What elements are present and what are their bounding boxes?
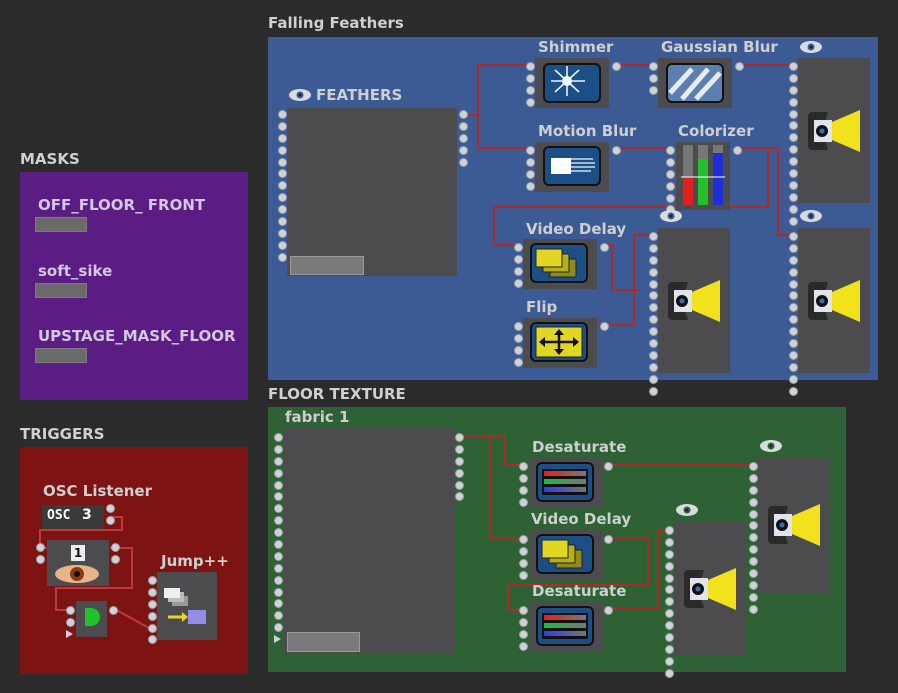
eye-icon[interactable] xyxy=(799,209,823,223)
projector-icon xyxy=(808,280,860,322)
desaturate-2-inputs[interactable] xyxy=(519,606,528,654)
flip-icon xyxy=(530,322,588,362)
video-delay-label: Video Delay xyxy=(526,220,627,238)
feathers-label: FEATHERS xyxy=(316,86,403,104)
eye-icon[interactable] xyxy=(659,209,683,223)
floor-video-delay-inputs[interactable] xyxy=(519,535,528,583)
floor-texture-title: FLOOR TEXTURE xyxy=(268,385,406,403)
osc-listener-label: OSC Listener xyxy=(43,482,153,500)
projector-icon xyxy=(668,280,720,322)
feathers-source-box[interactable] xyxy=(287,108,457,276)
osc-port-number: 3 xyxy=(82,507,92,523)
gate-inputs[interactable] xyxy=(66,606,75,641)
gaussian-blur-label: Gaussian Blur xyxy=(661,38,778,56)
feathers-outputs[interactable] xyxy=(459,110,468,169)
motion-blur-label: Motion Blur xyxy=(538,122,637,140)
desaturate-1-inputs[interactable] xyxy=(519,462,528,510)
fabric-preview-button[interactable] xyxy=(287,632,360,652)
masks-title: MASKS xyxy=(20,150,80,168)
mask-item-swatch[interactable] xyxy=(35,283,87,298)
floor-video-delay-label: Video Delay xyxy=(531,510,632,528)
colorizer-inputs[interactable] xyxy=(666,146,675,217)
flip-outputs[interactable] xyxy=(600,322,609,334)
shimmer-inputs[interactable] xyxy=(526,62,535,110)
projector-icon xyxy=(808,110,860,152)
floor-projector-a-inputs[interactable] xyxy=(665,526,674,681)
fabric-inputs[interactable] xyxy=(274,433,283,646)
gate-outputs[interactable] xyxy=(109,606,118,618)
jump-inputs[interactable] xyxy=(148,576,157,647)
falling-feathers-title: Falling Feathers xyxy=(268,14,404,32)
desaturate-icon xyxy=(536,606,594,646)
desaturate-icon xyxy=(536,462,594,502)
counter-inputs[interactable] xyxy=(36,543,45,567)
colorizer-icon xyxy=(681,145,725,205)
counter-outputs[interactable] xyxy=(111,543,120,567)
motion-blur-outputs[interactable] xyxy=(612,146,621,158)
feathers-preview-button[interactable] xyxy=(290,256,364,275)
triggers-title: TRIGGERS xyxy=(20,425,105,443)
mask-item-label[interactable]: OFF_FLOOR_ FRONT xyxy=(38,196,206,214)
feathers-inputs[interactable] xyxy=(278,110,287,265)
mask-item-label[interactable]: soft_sike xyxy=(38,262,113,280)
projector-3-inputs[interactable] xyxy=(789,232,798,398)
mask-item-swatch[interactable] xyxy=(35,348,87,363)
video-delay-icon xyxy=(536,534,594,574)
floor-projector-b-inputs[interactable] xyxy=(749,462,758,617)
desaturate-2-outputs[interactable] xyxy=(604,606,613,618)
shimmer-label: Shimmer xyxy=(538,38,614,56)
video-delay-inputs[interactable] xyxy=(514,243,523,291)
projector-icon xyxy=(684,568,736,610)
flip-inputs[interactable] xyxy=(514,322,523,370)
projector-2-inputs[interactable] xyxy=(649,232,658,398)
osc-outputs[interactable] xyxy=(106,504,115,528)
shimmer-icon xyxy=(543,63,601,103)
osc-listener-node[interactable] xyxy=(42,505,104,529)
colorizer-label: Colorizer xyxy=(678,122,754,140)
projector-1-inputs[interactable] xyxy=(789,62,798,228)
gate-icon xyxy=(85,608,100,626)
fabric-label: fabric 1 xyxy=(285,408,350,426)
counter-number: 1 xyxy=(71,545,85,561)
video-delay-outputs[interactable] xyxy=(600,243,609,255)
motion-blur-inputs[interactable] xyxy=(526,146,535,194)
eye-icon[interactable] xyxy=(759,439,783,453)
eye-icon[interactable] xyxy=(675,503,699,517)
eye-icon[interactable] xyxy=(799,40,823,54)
motion-blur-icon xyxy=(543,146,601,186)
floor-video-delay-outputs[interactable] xyxy=(604,535,613,547)
counter-eye-icon xyxy=(55,565,99,583)
gaussian-blur-inputs[interactable] xyxy=(649,62,658,98)
fabric-outputs[interactable] xyxy=(455,433,464,504)
shimmer-outputs[interactable] xyxy=(612,62,621,74)
desaturate-2-label: Desaturate xyxy=(532,582,627,600)
colorizer-outputs[interactable] xyxy=(733,146,742,158)
flip-label: Flip xyxy=(526,298,558,316)
osc-icon: OSC xyxy=(47,508,71,523)
jump-icon xyxy=(164,588,206,624)
video-delay-icon xyxy=(530,243,588,283)
projector-icon xyxy=(768,504,820,546)
mask-item-label[interactable]: UPSTAGE_MASK_FLOOR xyxy=(38,327,236,345)
jump-label: Jump++ xyxy=(161,552,229,570)
desaturate-1-label: Desaturate xyxy=(532,438,627,456)
eye-icon[interactable] xyxy=(288,88,312,102)
gaussian-blur-icon xyxy=(666,63,724,103)
mask-item-swatch[interactable] xyxy=(35,217,87,232)
fabric-source-box[interactable] xyxy=(284,428,456,654)
gaussian-blur-outputs[interactable] xyxy=(735,62,744,74)
desaturate-1-outputs[interactable] xyxy=(604,462,613,474)
